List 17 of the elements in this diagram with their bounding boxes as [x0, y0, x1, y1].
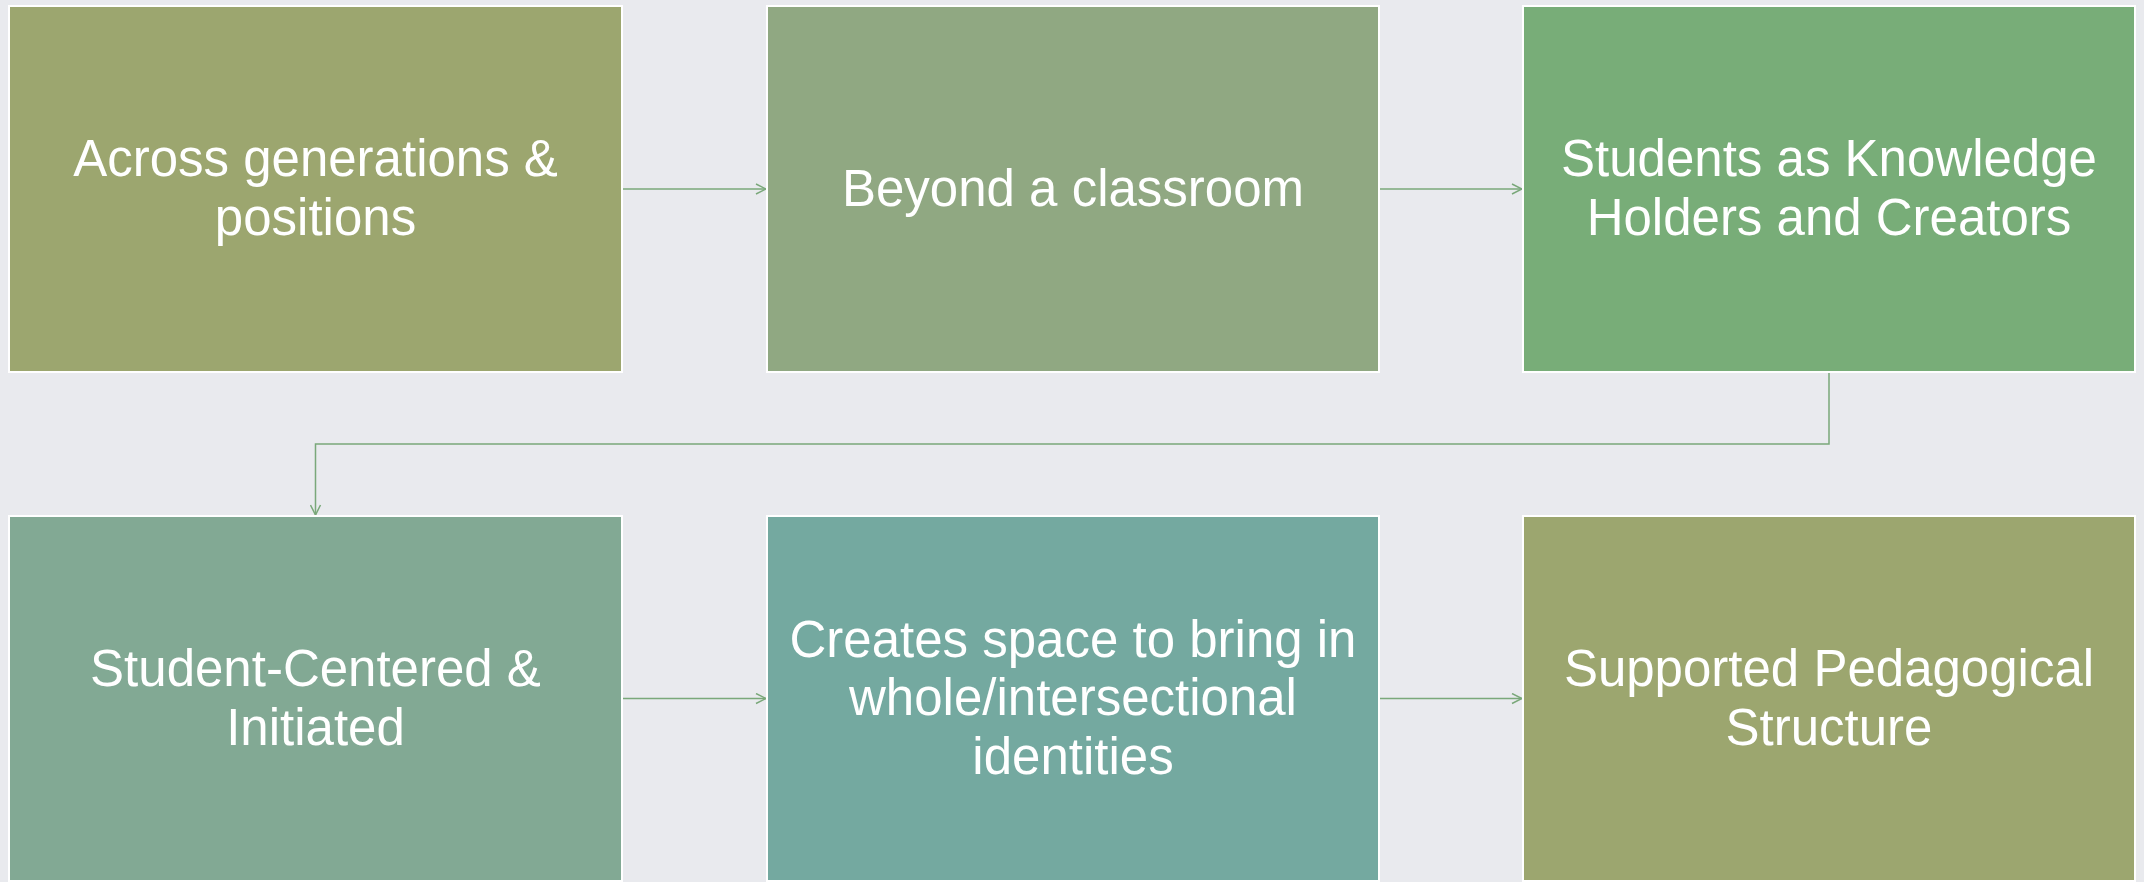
- process-box: [8, 5, 623, 373]
- arrow: [622, 183, 767, 195]
- arrow: [1379, 183, 1523, 195]
- box-text: Students as Knowledge Holders and Creators: [1560, 130, 2098, 248]
- arrow: [309, 372, 1830, 516]
- box-text: Across generations & positions: [72, 130, 559, 248]
- process-box: [1522, 5, 2136, 373]
- box-text: Creates space to bring in whole/intersectional identities: [788, 610, 1358, 787]
- arrow: [1379, 692, 1523, 705]
- process-box: [8, 515, 623, 882]
- process-box: [766, 5, 1380, 373]
- process-box: [1522, 515, 2136, 882]
- box-text: Student-Centered & Initiated: [89, 639, 542, 758]
- arrow: [622, 692, 767, 705]
- box-text: Supported Pedagogical Structure: [1562, 639, 2096, 758]
- box-text: Beyond a classroom: [841, 159, 1305, 219]
- process-box: [766, 515, 1380, 882]
